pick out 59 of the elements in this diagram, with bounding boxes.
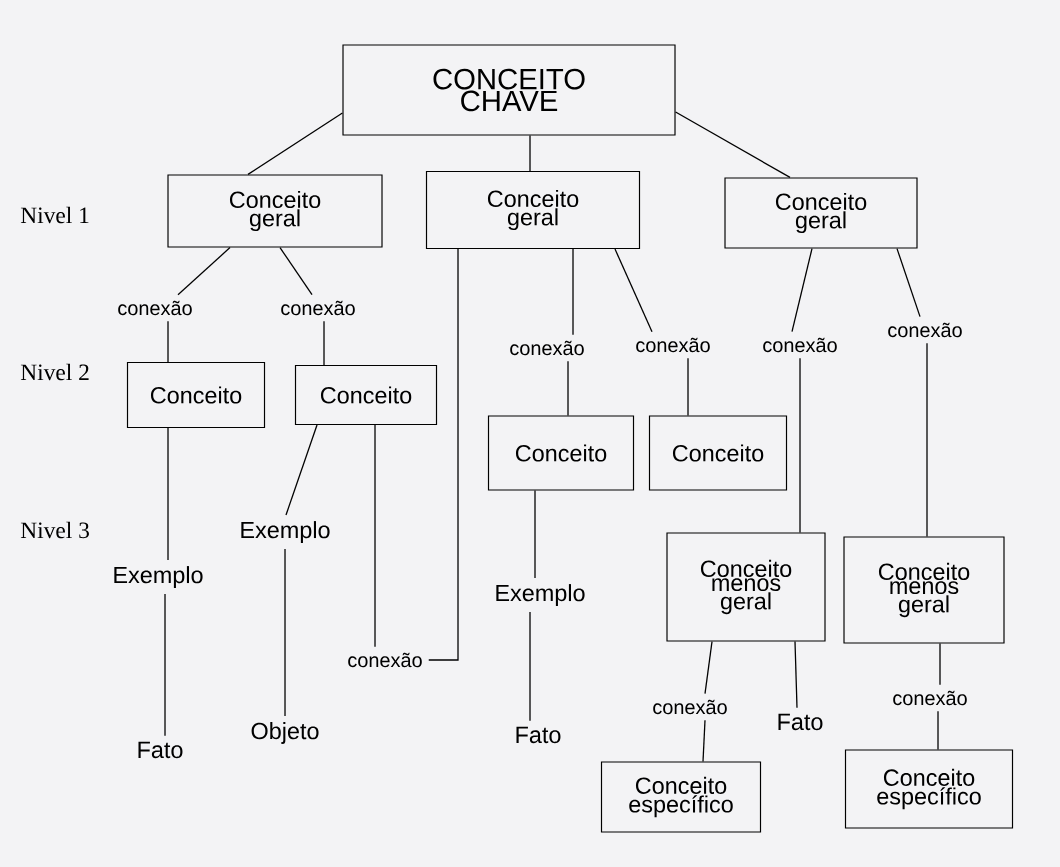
concept-box: Conceito bbox=[487, 415, 635, 491]
connector-line bbox=[177, 246, 231, 296]
example-word: Fato bbox=[138, 741, 183, 759]
connector-line bbox=[279, 246, 313, 296]
connector-line bbox=[702, 719, 706, 763]
connector-line bbox=[567, 360, 569, 417]
concept-box: Conceito bbox=[648, 415, 788, 491]
connector-line bbox=[687, 357, 689, 417]
linking-word: conexão bbox=[281, 300, 355, 316]
linking-word: conexão bbox=[636, 337, 710, 353]
connector-line bbox=[926, 342, 928, 538]
concept-box: Conceito menos geral bbox=[666, 532, 826, 642]
connector-line bbox=[285, 424, 318, 516]
connector-line bbox=[164, 593, 166, 737]
concept-box: Conceito específico bbox=[600, 761, 762, 833]
connector-line bbox=[284, 548, 286, 717]
concept-box: Conceito geral bbox=[167, 174, 383, 248]
connector-line bbox=[247, 112, 344, 176]
example-word: Fato bbox=[516, 726, 561, 744]
connector-line bbox=[799, 357, 801, 534]
concept-box: CONCEITO CHAVE bbox=[342, 44, 676, 136]
example-word: Exemplo bbox=[496, 584, 585, 606]
linking-word: conexão bbox=[763, 337, 837, 353]
connector-line bbox=[704, 640, 713, 695]
linking-word: conexão bbox=[510, 340, 584, 356]
concept-box: Conceito menos geral bbox=[843, 536, 1005, 644]
connector-line bbox=[534, 489, 536, 579]
example-word: Exemplo bbox=[114, 566, 203, 588]
level-label: Nivel 2 bbox=[20, 363, 89, 381]
connector-line bbox=[794, 640, 798, 709]
linking-word: conexão bbox=[348, 652, 422, 668]
connector-line bbox=[572, 248, 574, 336]
connector-line bbox=[428, 248, 459, 661]
connector-line bbox=[167, 427, 169, 561]
example-word: Fato bbox=[778, 713, 823, 731]
concept-box: Conceito específico bbox=[844, 749, 1014, 829]
connector-line bbox=[323, 320, 325, 366]
example-word: Exemplo bbox=[241, 521, 330, 543]
connector-line bbox=[167, 320, 169, 363]
example-word: Objeto bbox=[251, 722, 319, 744]
linking-word: conexão bbox=[888, 322, 962, 338]
linking-word: conexão bbox=[118, 300, 192, 316]
linking-word: conexão bbox=[893, 690, 967, 706]
connector-line bbox=[896, 247, 921, 318]
level-label: Nivel 3 bbox=[20, 521, 89, 539]
connector-line bbox=[791, 247, 813, 333]
connector-line bbox=[939, 642, 941, 686]
connector-line bbox=[674, 111, 791, 179]
connector-line bbox=[529, 134, 531, 172]
concept-box: Conceito geral bbox=[425, 170, 641, 250]
concept-box: Conceito bbox=[294, 364, 438, 426]
connector-line bbox=[529, 611, 531, 722]
concept-box: Conceito geral bbox=[724, 177, 918, 249]
concept-box: Conceito bbox=[126, 361, 266, 429]
linking-word: conexão bbox=[653, 699, 727, 715]
connector-line bbox=[937, 710, 939, 751]
connector-line bbox=[374, 424, 376, 648]
level-label: Nivel 1 bbox=[20, 206, 89, 224]
connector-line bbox=[614, 248, 653, 333]
